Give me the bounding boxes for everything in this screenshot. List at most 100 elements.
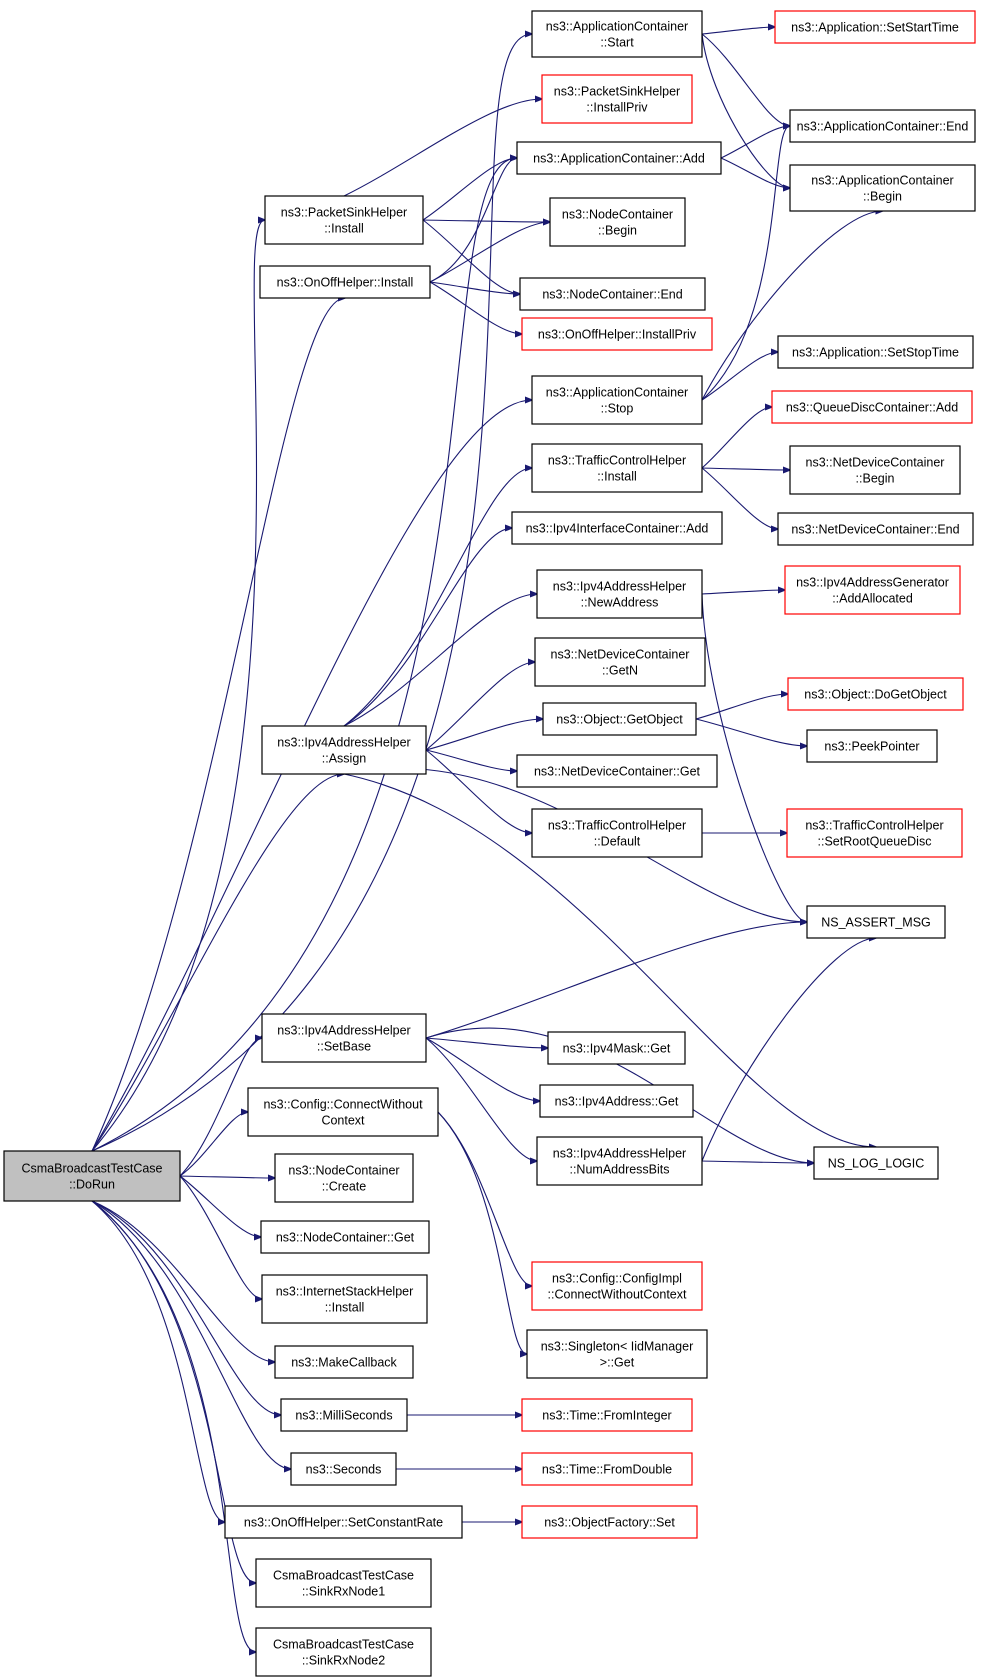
node-label: ::SinkRxNode2 xyxy=(302,1654,385,1668)
edge-ipv4ah_setbase-to-ipv4mask_get xyxy=(425,1037,548,1048)
node-time-fromdouble[interactable]: ns3::Time::FromDouble xyxy=(521,1452,693,1486)
node-qdc-add[interactable]: ns3::QueueDiscContainer::Add xyxy=(771,390,973,424)
node-box xyxy=(261,725,427,775)
edge-dorun-to-seconds xyxy=(91,1200,291,1469)
node-label: ns3::PacketSinkHelper xyxy=(281,206,407,220)
node-label: ns3::NetDeviceContainer::End xyxy=(791,523,959,537)
node-ndc-get[interactable]: ns3::NetDeviceContainer::Get xyxy=(516,754,718,788)
node-ns-assert-msg[interactable]: NS_ASSERT_MSG xyxy=(806,905,946,939)
node-label: ns3::ApplicationContainer xyxy=(546,386,688,400)
edge-appc_stop-to-app_setstoptime xyxy=(701,352,778,401)
node-tch-install[interactable]: ns3::TrafficControlHelper::Install xyxy=(531,443,703,493)
node-ipv4ag-addallocated[interactable]: ns3::Ipv4AddressGenerator::AddAllocated xyxy=(784,565,961,615)
node-label: ns3::NodeContainer::Get xyxy=(276,1231,415,1245)
node-objfactory-set[interactable]: ns3::ObjectFactory::Set xyxy=(521,1505,698,1539)
edge-tch_install-to-ndc_begin xyxy=(701,468,790,470)
node-label: ns3::ApplicationContainer::Add xyxy=(533,152,705,166)
node-cfgimpl-connect[interactable]: ns3::Config::ConfigImpl::ConnectWithoutC… xyxy=(531,1261,703,1311)
node-label: ::SetBase xyxy=(317,1040,371,1054)
node-ipv4ic-add[interactable]: ns3::Ipv4InterfaceContainer::Add xyxy=(511,511,723,545)
node-seconds[interactable]: ns3::Seconds xyxy=(290,1452,397,1486)
node-box xyxy=(789,109,976,143)
node-singleton-get[interactable]: ns3::Singleton< IidManager >::Get xyxy=(526,1329,708,1379)
node-obj-dogetobject[interactable]: ns3::Object::DoGetObject xyxy=(787,677,964,711)
node-box xyxy=(261,1013,427,1063)
edge-appc_start-to-app_setstarttime xyxy=(701,27,775,35)
node-appc-end[interactable]: ns3::ApplicationContainer::End xyxy=(789,109,976,143)
node-peekpointer[interactable]: ns3::PeekPointer xyxy=(806,729,938,763)
edge-ipv4ah_assign-to-ndc_get xyxy=(425,749,517,771)
edge-appc_stop-to-appc_end xyxy=(701,126,790,401)
node-ipv4ah-newaddress[interactable]: ns3::Ipv4AddressHelper::NewAddress xyxy=(536,569,703,619)
node-box xyxy=(777,335,974,369)
node-makecallback[interactable]: ns3::MakeCallback xyxy=(274,1345,414,1379)
node-label: ns3::ApplicationContainer::End xyxy=(797,120,969,134)
node-onoff-setconstantrate[interactable]: ns3::OnOffHelper::SetConstantRate xyxy=(224,1505,463,1539)
node-box xyxy=(516,754,718,788)
edge-ipv4ah_numaddressbits-to-ns_log_logic xyxy=(701,1161,814,1163)
node-nc-begin[interactable]: ns3::NodeContainer::Begin xyxy=(549,197,686,247)
node-ns-log-logic[interactable]: NS_LOG_LOGIC xyxy=(813,1146,939,1180)
node-obj-getobject[interactable]: ns3::Object::GetObject xyxy=(542,702,697,736)
node-ndc-getn[interactable]: ns3::NetDeviceContainer::GetN xyxy=(534,637,706,687)
node-time-frominteger[interactable]: ns3::Time::FromInteger xyxy=(521,1398,693,1432)
node-sinkrxnode1[interactable]: CsmaBroadcastTestCase::SinkRxNode1 xyxy=(255,1558,432,1608)
node-tch-default[interactable]: ns3::TrafficControlHelper::Default xyxy=(531,808,703,858)
node-box xyxy=(519,277,706,311)
node-ndc-end[interactable]: ns3::NetDeviceContainer::End xyxy=(777,512,974,546)
node-ipv4addr-get[interactable]: ns3::Ipv4Address::Get xyxy=(539,1084,694,1118)
node-label: CsmaBroadcastTestCase xyxy=(273,1569,414,1583)
node-label: ::NumAddressBits xyxy=(569,1163,669,1177)
edge-ipv4ah_newaddress-to-ipv4ag_addallocated xyxy=(701,590,785,595)
node-label: ns3::NodeContainer::End xyxy=(542,288,682,302)
node-label: ns3::Ipv4AddressGenerator xyxy=(796,576,949,590)
edge-dorun-to-appc_stop xyxy=(91,400,532,1152)
node-box xyxy=(549,197,686,247)
node-label: ns3::Ipv4Address::Get xyxy=(555,1095,679,1109)
node-label: ns3::Ipv4AddressHelper xyxy=(277,736,410,750)
node-box xyxy=(542,702,697,736)
node-psh-install[interactable]: ns3::PacketSinkHelper::Install xyxy=(264,195,424,245)
node-cfg-connect[interactable]: ns3::Config::ConnectWithoutContext xyxy=(247,1087,439,1137)
node-label: ns3::Application::SetStartTime xyxy=(791,21,959,35)
node-label: ns3::ApplicationContainer xyxy=(546,20,688,34)
node-nc-create[interactable]: ns3::NodeContainer::Create xyxy=(274,1153,414,1203)
node-label: ::ConnectWithoutContext xyxy=(548,1288,687,1302)
edge-ipv4ah_setbase-to-ns_log_logic xyxy=(425,1027,814,1163)
node-label: ::Start xyxy=(600,36,634,50)
node-dorun[interactable]: CsmaBroadcastTestCase::DoRun xyxy=(3,1150,181,1202)
node-tch-setrootqueuedisc[interactable]: ns3::TrafficControlHelper::SetRootQueueD… xyxy=(786,808,963,858)
node-nc-end[interactable]: ns3::NodeContainer::End xyxy=(519,277,706,311)
node-box xyxy=(531,443,703,493)
node-sinkrxnode2[interactable]: CsmaBroadcastTestCase::SinkRxNode2 xyxy=(255,1627,432,1677)
node-label: ns3::ObjectFactory::Set xyxy=(544,1516,675,1530)
edges xyxy=(91,27,883,1652)
node-onoff-installpriv[interactable]: ns3::OnOffHelper::InstallPriv xyxy=(521,317,713,351)
node-ipv4ah-setbase[interactable]: ns3::Ipv4AddressHelper::SetBase xyxy=(261,1013,427,1063)
node-milliseconds[interactable]: ns3::MilliSeconds xyxy=(280,1398,408,1432)
node-app-setstarttime[interactable]: ns3::Application::SetStartTime xyxy=(774,10,976,44)
node-nc-get[interactable]: ns3::NodeContainer::Get xyxy=(260,1220,430,1254)
edge-ipv4ah_assign-to-ndc_getn xyxy=(425,662,535,751)
node-box xyxy=(536,1136,703,1186)
node-label: ns3::NetDeviceContainer xyxy=(551,648,690,662)
node-psh-installpriv[interactable]: ns3::PacketSinkHelper::InstallPriv xyxy=(541,74,693,124)
node-ipv4ah-assign[interactable]: ns3::Ipv4AddressHelper::Assign xyxy=(261,725,427,775)
node-box xyxy=(786,808,963,858)
node-ipv4ah-numaddressbits[interactable]: ns3::Ipv4AddressHelper::NumAddressBits xyxy=(536,1136,703,1186)
node-box xyxy=(784,565,961,615)
node-onoff-install[interactable]: ns3::OnOffHelper::Install xyxy=(259,265,431,299)
node-ish-install[interactable]: ns3::InternetStackHelper::Install xyxy=(261,1274,428,1324)
node-appc-stop[interactable]: ns3::ApplicationContainer::Stop xyxy=(531,375,703,425)
node-label: ns3::NetDeviceContainer::Get xyxy=(534,765,701,779)
node-app-setstoptime[interactable]: ns3::Application::SetStopTime xyxy=(777,335,974,369)
node-ndc-begin[interactable]: ns3::NetDeviceContainer::Begin xyxy=(789,445,961,495)
edge-obj_getobject-to-obj_dogetobject xyxy=(695,694,788,720)
node-appc-begin[interactable]: ns3::ApplicationContainer::Begin xyxy=(789,164,976,212)
node-ipv4mask-get[interactable]: ns3::Ipv4Mask::Get xyxy=(547,1031,686,1065)
edge-psh_install-to-appc_add xyxy=(422,158,517,221)
node-appc-add[interactable]: ns3::ApplicationContainer::Add xyxy=(516,141,722,175)
node-appc-start[interactable]: ns3::ApplicationContainer::Start xyxy=(531,10,703,58)
node-box xyxy=(771,390,973,424)
node-label: ns3::Seconds xyxy=(306,1463,382,1477)
